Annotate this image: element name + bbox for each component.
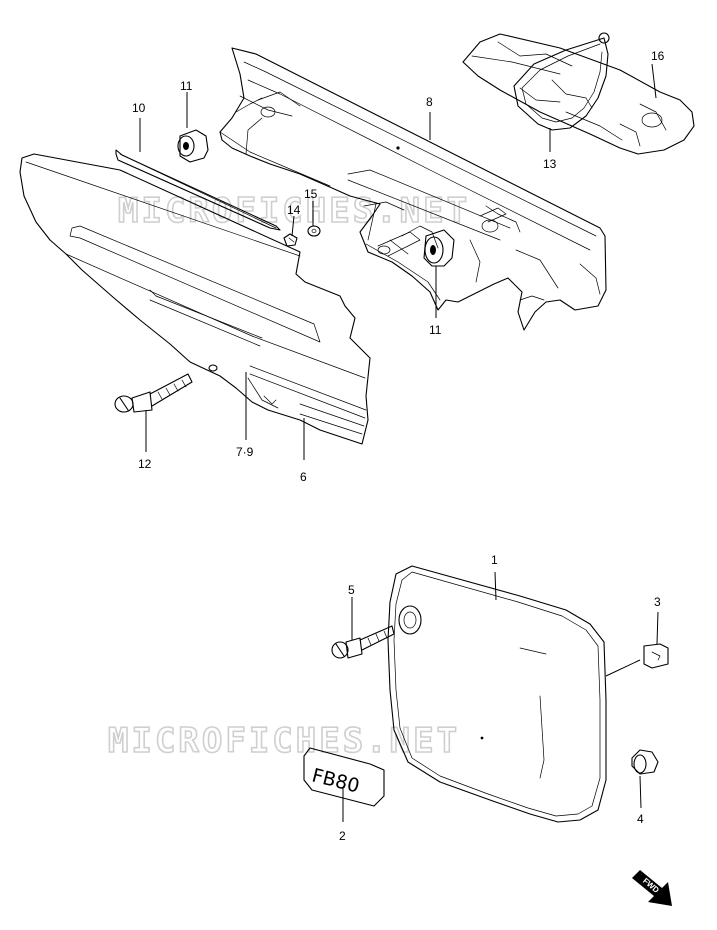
side-cover-part — [387, 565, 607, 823]
callout-5: 5 — [348, 583, 355, 597]
callout-2: 2 — [339, 829, 346, 843]
grommet-lower-part — [423, 229, 455, 267]
callout-16: 16 — [651, 49, 665, 63]
watermark-bottom: MICROFICHES.NET — [108, 721, 460, 761]
watermark-top: MICROFICHES.NET — [118, 191, 470, 231]
callout-7-9: 7·9 — [236, 445, 254, 459]
callout-10: 10 — [132, 101, 146, 115]
callout-11-lower: 11 — [429, 323, 442, 337]
emblem-lettering: FB80 — [310, 764, 362, 797]
rear-fender-part — [219, 47, 607, 331]
grommet-upper-part — [177, 129, 209, 163]
callout-4: 4 — [637, 812, 644, 826]
callout-11-upper: 11 — [180, 79, 193, 93]
callout-12: 12 — [138, 457, 152, 471]
callout-3: 3 — [654, 595, 661, 609]
clip-part — [643, 643, 669, 669]
bolt-long-part — [114, 373, 193, 413]
callout-8: 8 — [426, 95, 433, 109]
forward-direction-arrow: FWD — [632, 870, 672, 906]
screw-small-part — [283, 233, 298, 247]
callout-15: 15 — [304, 187, 318, 201]
tool-bag-strap-part — [513, 32, 610, 131]
callout-13: 13 — [543, 157, 557, 171]
callouts: 1 2 3 4 5 6 7·9 8 10 11 11 12 13 14 15 1… — [132, 49, 665, 843]
callout-14: 14 — [287, 203, 301, 217]
seal-strip-part — [115, 149, 281, 231]
screw-part — [331, 625, 395, 659]
callout-6: 6 — [300, 470, 307, 484]
leader-lines — [139, 63, 659, 822]
tail-cover-part — [19, 153, 371, 445]
tool-bag-part — [462, 33, 695, 155]
callout-1: 1 — [491, 553, 498, 567]
cushion-part — [631, 749, 659, 775]
washer-part — [307, 225, 321, 237]
